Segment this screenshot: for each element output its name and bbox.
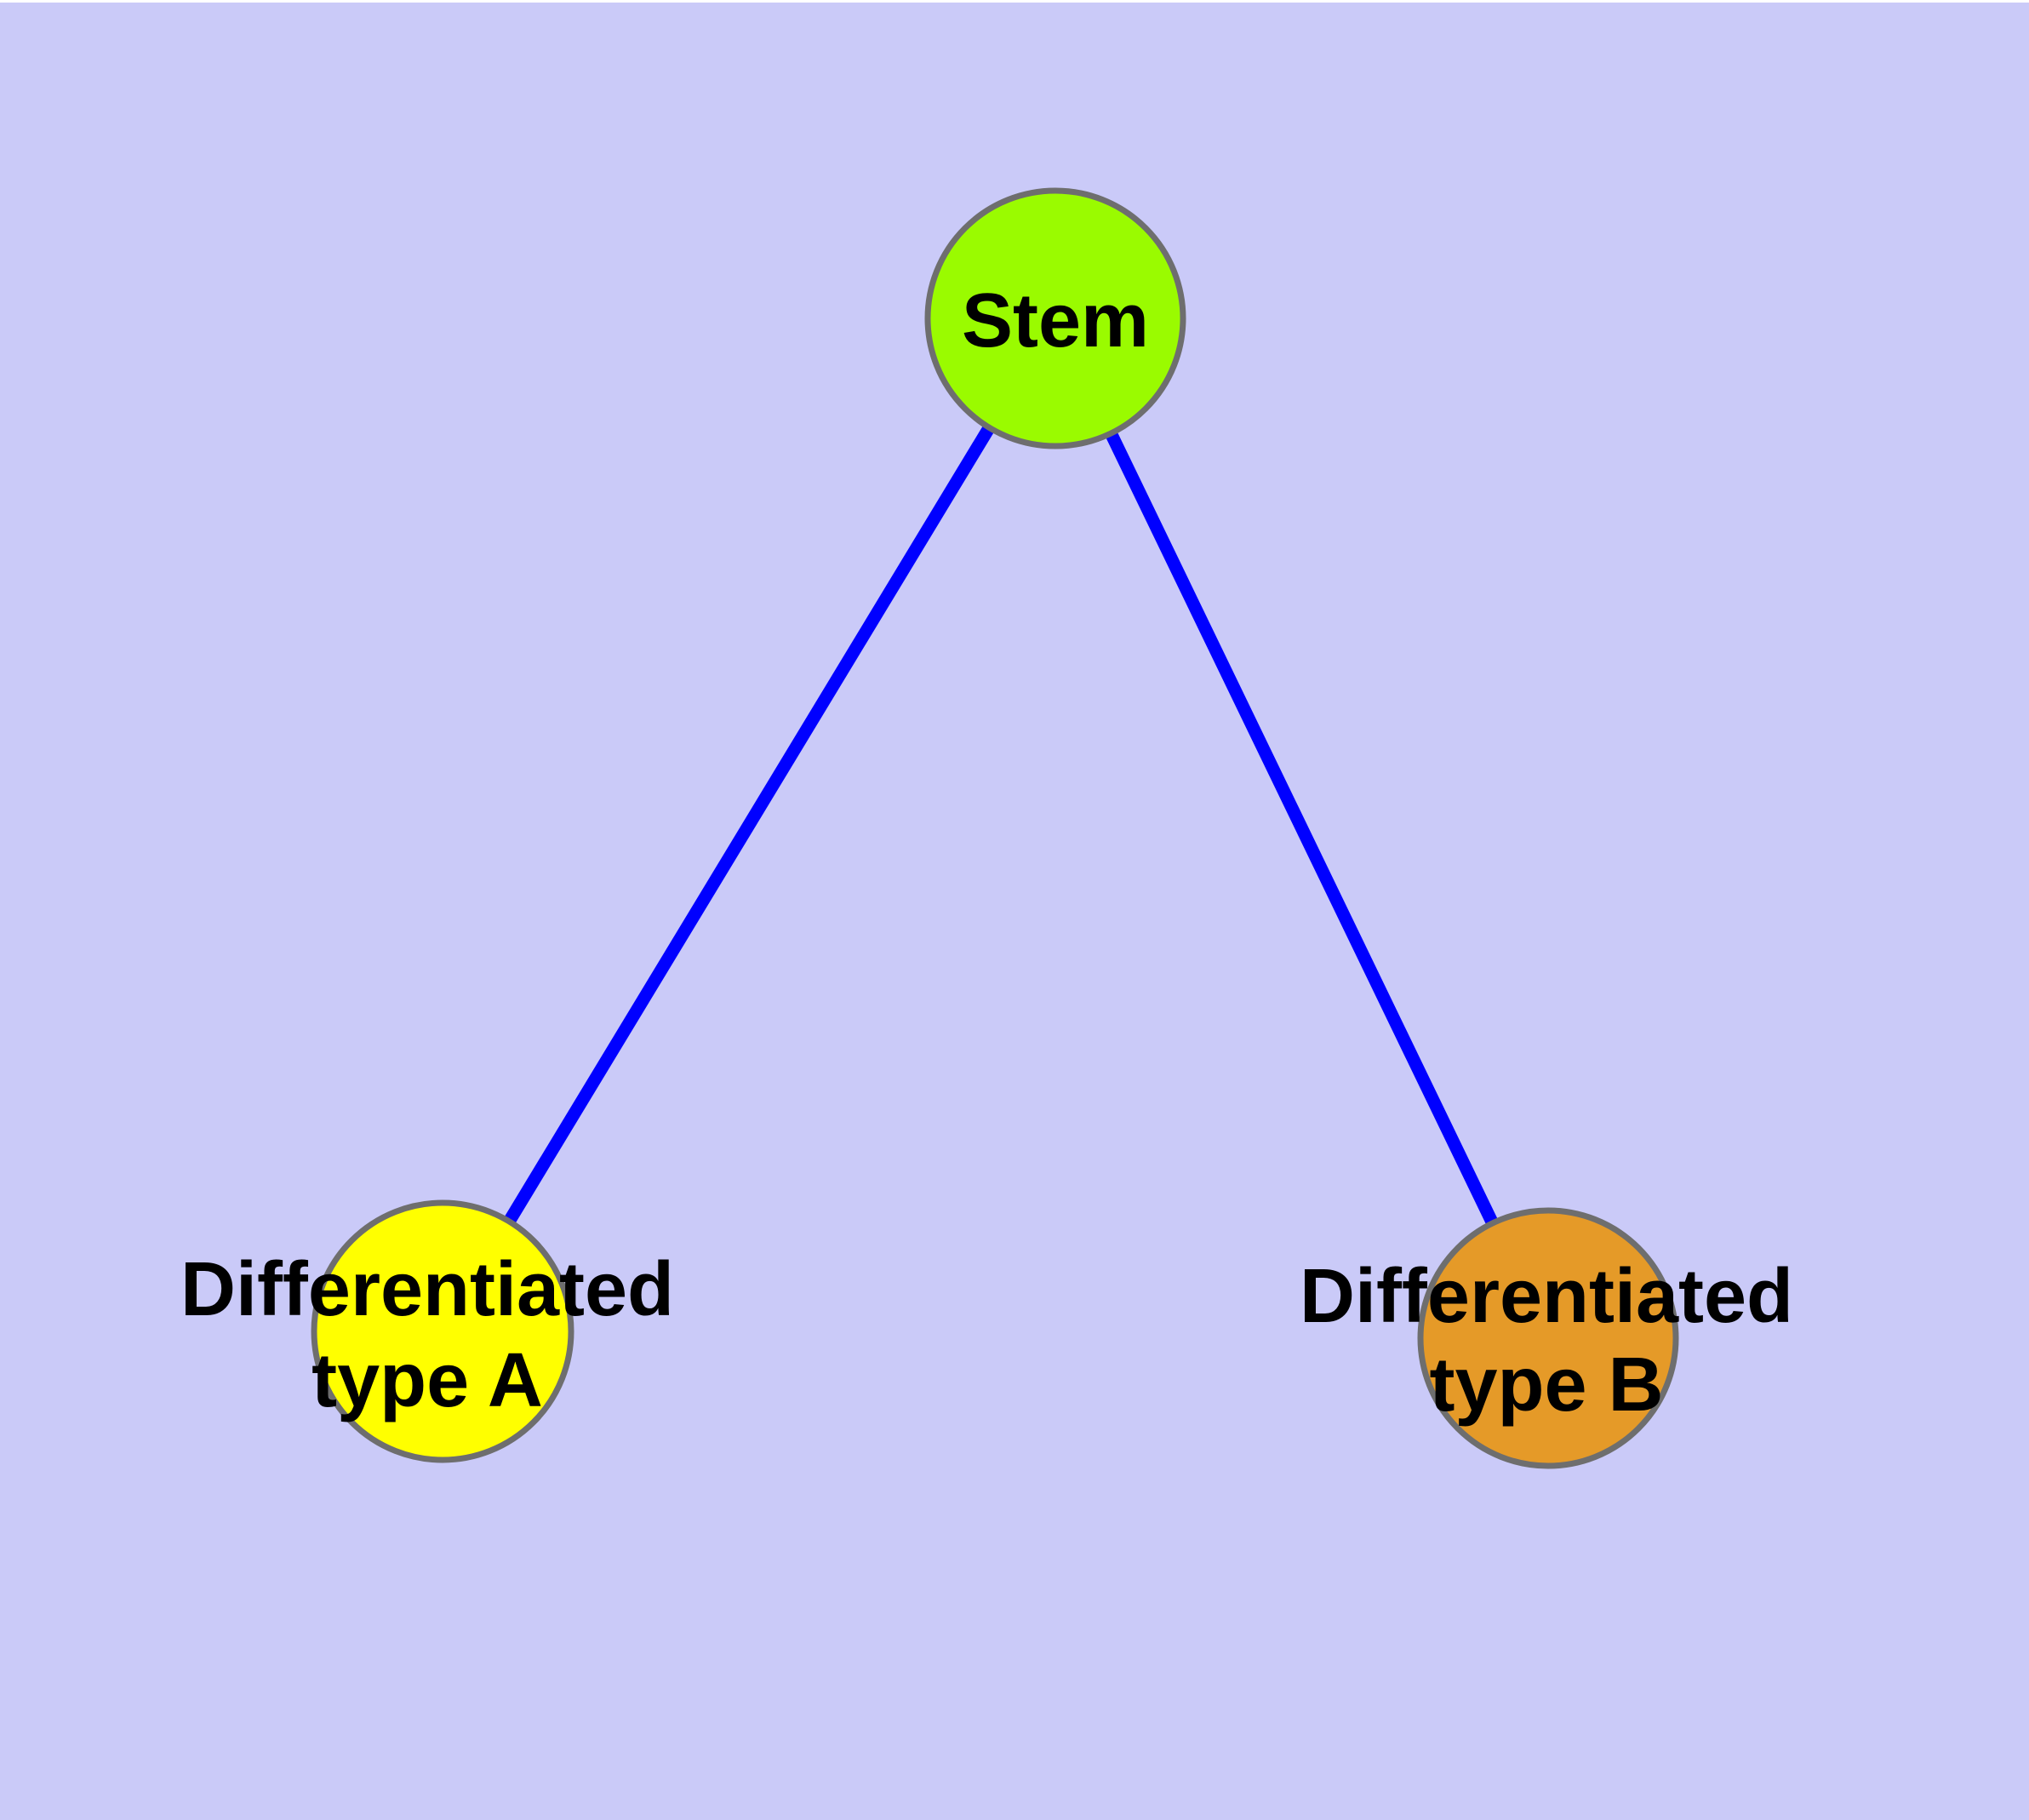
node-stem-label: Stem: [962, 278, 1149, 363]
node-differentiated-type-a-label-line1: Differentiated: [180, 1247, 674, 1332]
node-differentiated-type-b: [1417, 1207, 1679, 1469]
node-differentiated-type-a-label-line2: type A: [311, 1338, 543, 1423]
node-differentiated-type-b-label-line1: Differentiated: [1300, 1254, 1793, 1339]
edge-stem-to-type-b: [1049, 315, 1554, 1342]
edge-stem-to-type-a: [437, 315, 1061, 1335]
node-differentiated-type-b-label-line2: type B: [1429, 1342, 1663, 1428]
node-stem: [924, 187, 1186, 449]
node-differentiated-type-a: [311, 1199, 574, 1463]
